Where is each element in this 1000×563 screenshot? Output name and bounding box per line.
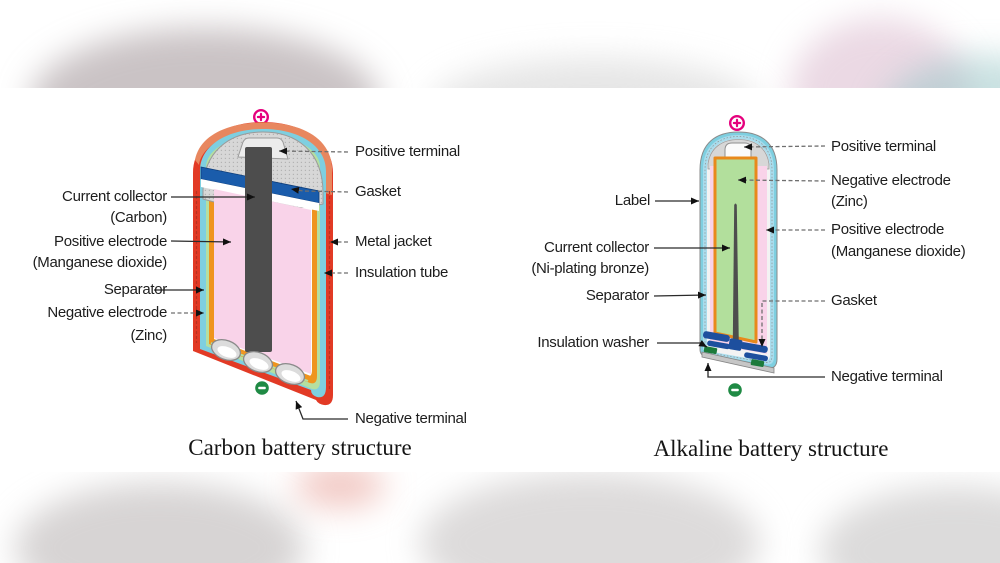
carbon-label-metal-jacket: Metal jacket <box>355 233 432 250</box>
alkaline-label-positive-electrode-sub: (Manganese dioxide) <box>831 243 966 260</box>
alkaline-label-gasket: Gasket <box>831 292 877 309</box>
alkaline-battery-illustration <box>699 114 778 397</box>
carbon-label-negative-electrode: Negative electrode <box>47 304 167 321</box>
carbon-label-positive-electrode-sub: (Manganese dioxide) <box>32 254 168 271</box>
diagram-background <box>0 88 1000 472</box>
alkaline-label-positive-terminal: Positive terminal <box>831 138 936 155</box>
current-collector-rod-shape <box>245 147 272 352</box>
gasket-crimp-shapes <box>702 331 768 362</box>
alkaline-label-label: Label <box>614 192 651 209</box>
alkaline-label-negative-terminal: Negative terminal <box>831 368 943 385</box>
current-collector-pin-shape <box>732 203 739 343</box>
carbon-battery-illustration <box>193 108 333 406</box>
alkaline-label-separator: Separator <box>585 287 649 304</box>
plus-icon <box>252 108 270 126</box>
carbon-label-current-collector-sub: (Carbon) <box>110 209 167 226</box>
top-blur-band <box>0 0 1000 102</box>
carbon-label-current-collector: Current collector <box>62 188 167 205</box>
plus-icon <box>728 114 746 132</box>
bottom-blur-band <box>0 461 1000 563</box>
carbon-label-positive-electrode: Positive electrode <box>54 233 167 250</box>
alkaline-label-insulation-washer: Insulation washer <box>537 334 649 351</box>
carbon-label-gasket: Gasket <box>355 183 401 200</box>
carbon-label-negative-electrode-sub: (Zinc) <box>130 327 167 344</box>
blur-blob <box>15 483 305 563</box>
carbon-label-positive-terminal: Positive terminal <box>355 143 460 160</box>
alkaline-label-current-collector-sub: (Ni-plating bronze) <box>531 260 649 277</box>
carbon-diagram-title: Carbon battery structure <box>188 435 412 460</box>
alkaline-label-positive-electrode: Positive electrode <box>831 221 944 238</box>
carbon-label-negative-terminal: Negative terminal <box>355 410 467 427</box>
negative-terminal-scallops <box>210 338 306 386</box>
carbon-label-separator: Separator <box>103 281 167 298</box>
alkaline-label-negative-electrode-sub: (Zinc) <box>831 193 868 210</box>
alkaline-label-negative-electrode: Negative electrode <box>831 172 951 189</box>
minus-icon <box>728 383 742 397</box>
blur-blob <box>820 486 1000 563</box>
carbon-label-insulation-tube: Insulation tube <box>355 264 449 281</box>
alkaline-label-current-collector: Current collector <box>544 239 649 256</box>
alkaline-diagram-title: Alkaline battery structure <box>653 436 889 461</box>
minus-icon <box>255 381 269 395</box>
blur-blob <box>420 473 760 563</box>
